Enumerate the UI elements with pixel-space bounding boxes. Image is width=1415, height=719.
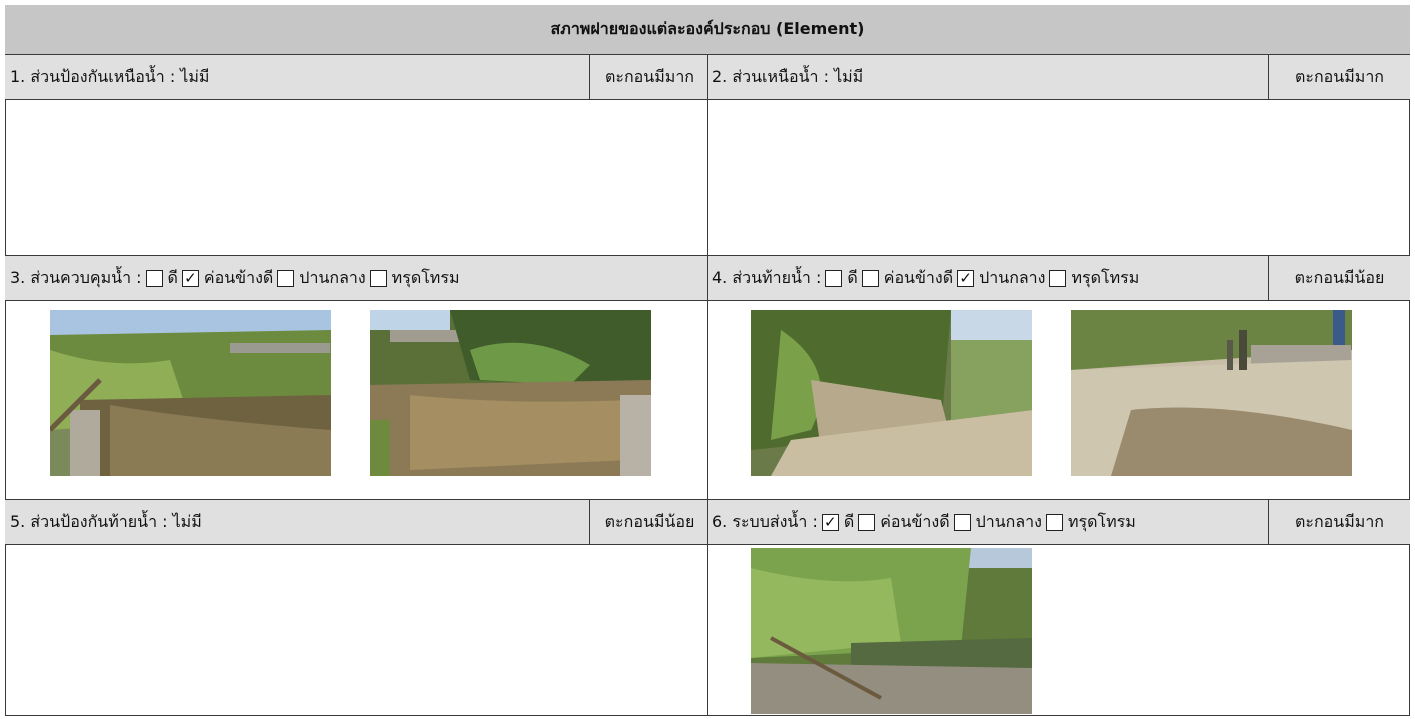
checkbox[interactable] [277,269,295,287]
cell-5-label: 5. ส่วนป้องกันท้ายน้ำ : ไม่มี [10,511,202,531]
option-label: ทรุดโทรม [1067,511,1136,531]
cell-6-option-deteriorated[interactable]: ทรุดโทรม [1042,510,1136,535]
cell-1-status: ตะกอนมีมาก [589,55,709,99]
cell-4-option-good[interactable]: ดี [821,266,858,291]
cell-6-label-wrap: 6. ระบบส่งน้ำ : ✓ดี ค่อนข้างดี ปานกลาง ท… [712,500,1136,544]
cell-3-option-good[interactable]: ดี [142,266,178,291]
column-divider [707,54,708,716]
cell-4-option-deteriorated[interactable]: ทรุดโทรม [1045,266,1139,291]
checkbox[interactable] [858,513,876,531]
option-label: ค่อนข้างดี [880,511,950,531]
cell-4-label-wrap: 4. ส่วนท้ายน้ำ : ดี ค่อนข้างดี ✓ปานกลาง … [712,256,1139,300]
checkbox[interactable] [861,269,879,287]
cell-3-option-moderate[interactable]: ปานกลาง [273,266,366,291]
cell-6-option-moderate[interactable]: ปานกลาง [950,510,1042,535]
checkbox[interactable] [145,269,163,287]
option-label: ปานกลาง [975,511,1042,531]
option-label: ปานกลาง [979,267,1046,287]
cell-3-label: 3. ส่วนควบคุมน้ำ : [10,267,142,287]
cell-3-label-wrap: 3. ส่วนควบคุมน้ำ : ดี ✓ค่อนข้างดี ปานกลา… [10,256,459,300]
checkbox[interactable] [953,513,971,531]
cell-6-label: 6. ระบบส่งน้ำ : [712,511,818,531]
cell-6-option-good[interactable]: ✓ดี [818,510,854,535]
checkbox[interactable]: ✓ [181,269,199,287]
option-label: ปานกลาง [299,267,366,287]
cell-4-option-moderate[interactable]: ✓ปานกลาง [953,266,1045,291]
option-label: ดี [167,267,178,287]
cell-6-option-fairly-good[interactable]: ค่อนข้างดี [854,510,950,535]
option-label: ค่อนข้างดี [883,267,954,287]
checkbox[interactable] [1049,269,1067,287]
checkbox[interactable] [369,269,387,287]
cell-3-option-deteriorated[interactable]: ทรุดโทรม [366,266,460,291]
cell-4-option-fairly-good[interactable]: ค่อนข้างดี [858,266,953,291]
cell-2-status: ตะกอนมีมาก [1268,55,1410,99]
option-label: ดี [847,267,858,287]
checkbox[interactable]: ✓ [821,513,839,531]
option-label: ทรุดโทรม [391,267,460,287]
option-label: ทรุดโทรม [1071,267,1140,287]
cell-4-label: 4. ส่วนท้ายน้ำ : [712,267,822,287]
photo-downstream-2 [1071,310,1352,476]
checkbox[interactable] [825,269,843,287]
page-title: สภาพฝายของแต่ละองค์ประกอบ (Element) [5,5,1410,55]
cell-1-label: 1. ส่วนป้องกันเหนือน้ำ : ไม่มี [10,66,210,86]
photo-downstream-1 [751,310,1032,476]
cell-2-label: 2. ส่วนเหนือน้ำ : ไม่มี [712,66,864,86]
cell-6-status: ตะกอนมีมาก [1268,500,1410,544]
cell-3-option-fairly-good[interactable]: ✓ค่อนข้างดี [178,266,273,291]
cell-5-status: ตะกอนมีน้อย [589,500,709,544]
option-label: ดี [843,511,855,531]
checkbox[interactable]: ✓ [957,269,975,287]
cell-4-status: ตะกอนมีน้อย [1268,256,1410,300]
photo-water-delivery [751,548,1032,714]
checkbox[interactable] [1045,513,1063,531]
photo-control-section-2 [370,310,651,476]
photo-control-section-1 [50,310,331,476]
option-label: ค่อนข้างดี [203,267,274,287]
